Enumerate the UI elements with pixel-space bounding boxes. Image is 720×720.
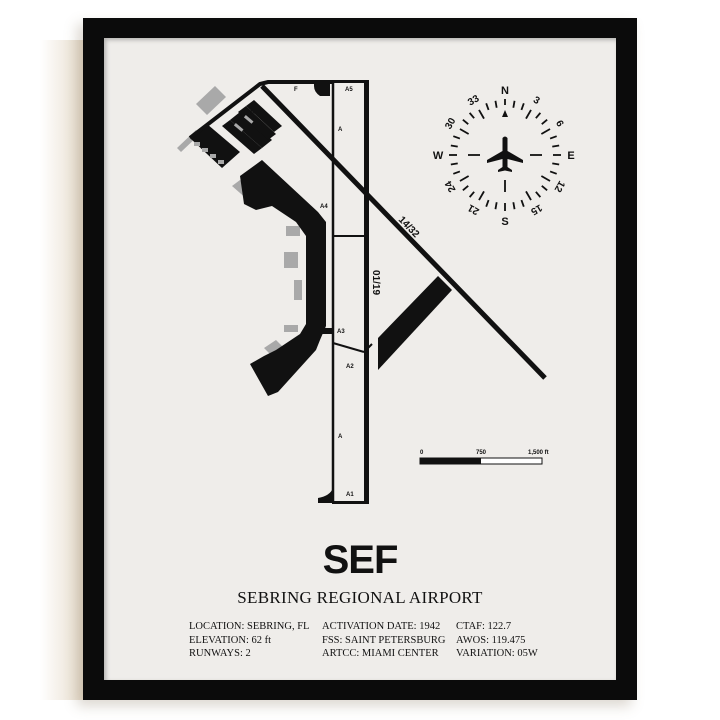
scale-bar: 0 750 1,500 ft [419,450,549,465]
svg-text:3: 3 [531,95,542,108]
info-column-3: CTAF: 122.7 AWOS: 119.475 VARIATION: 05W [456,620,538,661]
svg-text:N: N [501,85,509,97]
svg-text:21: 21 [466,201,482,216]
airport-name: SEBRING REGIONAL AIRPORT [237,588,483,607]
svg-text:1,500 ft: 1,500 ft [528,450,549,456]
north-arrow-icon [502,110,508,117]
airport-code: SEF [322,538,399,582]
svg-text:15: 15 [528,202,544,217]
info-awos: AWOS: 119.475 [456,634,526,646]
info-fss: FSS: SAINT PETERSBURG [322,634,446,646]
svg-text:W: W [433,150,444,162]
info-runways: RUNWAYS: 2 [189,648,251,659]
svg-text:A4: A4 [320,204,328,210]
info-column-1: LOCATION: SEBRING, FL ELEVATION: 62 ft R… [189,620,309,661]
info-artcc: ARTCC: MIAMI CENTER [322,648,439,659]
svg-text:A2: A2 [346,364,354,370]
svg-text:01/19: 01/19 [370,270,381,295]
info-ctaf: CTAF: 122.7 [456,621,512,632]
compass-rose: N E S W 3 6 12 15 21 24 30 33 [433,85,575,228]
svg-text:12: 12 [551,179,566,195]
info-elevation: ELEVATION: 62 ft [189,634,272,646]
svg-text:24: 24 [443,178,458,194]
svg-text:33: 33 [466,93,482,108]
svg-text:E: E [567,150,574,162]
connector-taxiway [378,276,452,370]
taxiway-f [188,80,332,140]
terminal-grid-buildings [194,115,254,164]
svg-text:A5: A5 [345,87,353,93]
svg-text:F: F [294,87,298,93]
info-column-2: ACTIVATION DATE: 1942 FSS: SAINT PETERSB… [322,620,446,661]
terminal-apron [190,100,282,168]
svg-text:6: 6 [553,119,566,130]
airplane-icon [487,136,523,172]
runway-01-19 [364,82,369,503]
svg-text:A3: A3 [337,329,345,335]
info-location: LOCATION: SEBRING, FL [189,621,310,632]
svg-text:A1: A1 [346,492,354,498]
svg-text:0: 0 [420,450,424,456]
runway-14-32 [260,84,547,380]
picture-frame: F F A5 A A4 A3 A2 A A1 01/19 14/32 0 750 [83,18,637,700]
poster-paper: F F A5 A A4 A3 A2 A A1 01/19 14/32 0 750 [104,38,616,680]
airport-diagram: F F A5 A A4 A3 A2 A A1 01/19 14/32 0 750 [177,80,575,504]
info-variation: VARIATION: 05W [456,648,538,659]
svg-text:F: F [250,111,254,117]
svg-text:750: 750 [476,450,487,456]
svg-text:A: A [338,127,343,133]
svg-text:A: A [338,434,343,440]
main-apron [240,160,326,396]
svg-text:S: S [501,216,508,228]
svg-text:30: 30 [443,116,458,132]
info-activation-date: ACTIVATION DATE: 1942 [322,621,441,632]
